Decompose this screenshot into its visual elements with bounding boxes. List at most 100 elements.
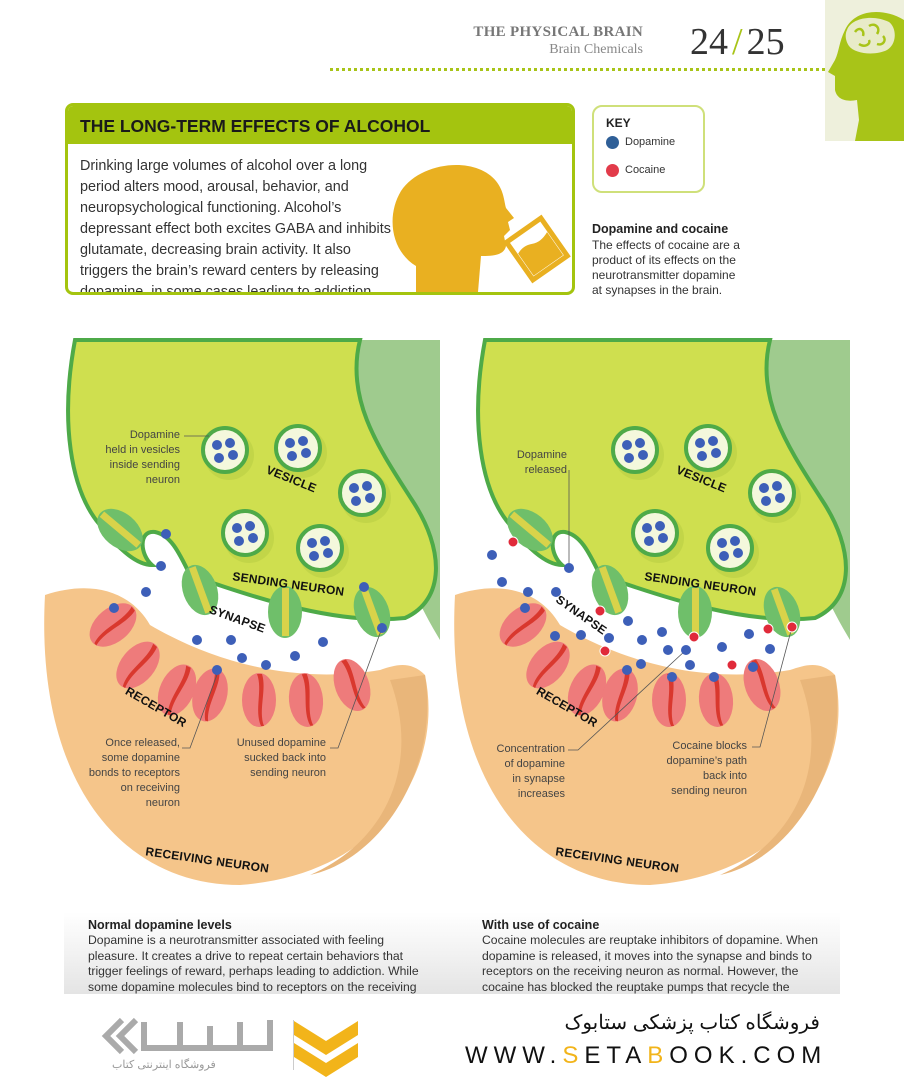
normal-levels-title: Normal dopamine levels xyxy=(88,918,232,932)
dopamine-molecule xyxy=(245,521,255,531)
dopamine-molecule xyxy=(365,493,375,503)
dopamine-molecule xyxy=(287,451,297,461)
text-line: increases xyxy=(517,788,565,800)
dopamine-molecule xyxy=(657,627,667,637)
text-line: dopamine is released, it moves into the … xyxy=(482,948,812,963)
dopamine-molecule xyxy=(744,629,754,639)
dopamine-molecule xyxy=(248,533,258,543)
dopamine-molecule xyxy=(225,438,235,448)
pump-channel xyxy=(509,511,551,548)
dopamine-molecule xyxy=(730,536,740,546)
dopamine-molecule xyxy=(711,448,721,458)
text-line: sucked back into xyxy=(244,752,326,764)
reuptake-pump xyxy=(97,508,143,552)
vesicle-membrane xyxy=(201,426,249,474)
dopamine-molecule xyxy=(301,448,311,458)
dopamine-molecule xyxy=(733,548,743,558)
cocaine-use-text: Cocaine molecules are reuptake inhibitor… xyxy=(482,933,818,995)
reuptake-pump xyxy=(181,564,219,616)
receptor-channel xyxy=(504,606,545,646)
cocaine-molecule xyxy=(762,623,774,635)
dopamine-molecule xyxy=(663,645,673,655)
dopamine-molecule xyxy=(697,451,707,461)
text-line: period alters mood, arousal, behavior, a… xyxy=(80,179,349,195)
dopamine-molecule xyxy=(228,450,238,460)
text-line: The effects of cocaine are a xyxy=(592,238,740,252)
callout-leader-line xyxy=(330,627,383,749)
dopamine-molecule xyxy=(761,496,771,506)
vesicle xyxy=(221,509,274,563)
dopamine-swatch xyxy=(606,136,619,149)
vesicle xyxy=(274,424,327,478)
text-line: sending neuron xyxy=(250,767,326,779)
receptor-channel xyxy=(341,659,366,709)
dopamine-molecule xyxy=(717,642,727,652)
vesicle xyxy=(296,524,349,578)
dopamine-molecule xyxy=(520,603,530,613)
text-line: some dopamine molecules bind to receptor… xyxy=(88,979,417,994)
right-synapse-diagram xyxy=(454,338,850,885)
dopamine-molecule xyxy=(212,665,222,675)
pump-channel xyxy=(99,511,141,548)
text-line: of dopamine xyxy=(504,758,565,770)
dopamine-molecule xyxy=(161,529,171,539)
dopamine-molecule xyxy=(775,493,785,503)
cocaine-molecule xyxy=(594,605,606,617)
dopamine-molecule xyxy=(232,523,242,533)
page-separator: / xyxy=(732,21,743,63)
key-cocaine-label: Cocaine xyxy=(625,164,666,176)
receptor-channel xyxy=(532,643,568,689)
alcohol-effects-box: THE LONG-TERM EFFECTS OF ALCOHOL Drinkin… xyxy=(65,103,575,295)
text-line: Dopamine xyxy=(129,429,180,441)
dopamine-molecule xyxy=(636,659,646,669)
vesicle-membrane xyxy=(684,424,732,472)
vesicle xyxy=(631,509,684,563)
text-line: on receiving xyxy=(120,782,180,794)
text-line: Drinking large volumes of alcohol over a… xyxy=(80,158,368,174)
text-line: some dopamine xyxy=(101,752,180,764)
callout-leader-line xyxy=(568,649,687,751)
caption-text: The effects of cocaine are a product of … xyxy=(592,238,740,298)
dopamine-molecule xyxy=(638,450,648,460)
url-part: S xyxy=(562,1042,585,1069)
text-line: inside sending xyxy=(109,459,180,471)
dopamine-molecule xyxy=(623,616,633,626)
dopamine-molecule xyxy=(765,644,775,654)
page-numbers: 24/25 xyxy=(690,20,785,64)
dopamine-molecule xyxy=(551,587,561,597)
store-url: WWW.SETABOOK.COM xyxy=(465,1042,827,1070)
dopamine-molecule xyxy=(717,538,727,548)
text-line: neuropsychological functioning. Alcohol’… xyxy=(80,200,342,216)
dopamine-molecule xyxy=(285,438,295,448)
receptor xyxy=(288,673,324,727)
text-line: Cocaine molecules are reuptake inhibitor… xyxy=(482,933,819,947)
vesicle xyxy=(684,424,737,478)
vesicle-membrane xyxy=(338,469,386,517)
pump-channel xyxy=(282,588,289,636)
alcohol-box-text: Drinking large volumes of alcohol over a… xyxy=(80,156,391,292)
receptor xyxy=(602,668,638,722)
dopamine-molecule xyxy=(309,551,319,561)
callout-leader-line xyxy=(752,626,793,748)
text-line: back into xyxy=(702,770,747,782)
receptor-channel xyxy=(167,665,191,716)
dopamine-molecule xyxy=(635,438,645,448)
dopamine-molecule xyxy=(637,635,647,645)
receptor xyxy=(192,668,228,722)
legend-key: KEY Dopamine Cocaine xyxy=(592,105,705,193)
vesicle-membrane xyxy=(611,426,659,474)
pump-channel xyxy=(598,566,622,614)
text-line: at synapses in the brain. xyxy=(592,283,723,297)
caption-title: Dopamine and cocaine xyxy=(592,222,729,236)
text-line: held in vesicles xyxy=(105,444,180,456)
vesicle xyxy=(338,469,391,523)
dopamine-molecule xyxy=(685,660,695,670)
text-line: dopamine’s path xyxy=(666,755,747,767)
receptor-channel xyxy=(301,673,314,726)
dopamine-molecule xyxy=(234,536,244,546)
reuptake-pump xyxy=(591,564,629,616)
text-line: glutamate, decreasing brain activity. It… xyxy=(80,242,351,258)
vesicle-membrane xyxy=(221,509,269,557)
brain-head-icon xyxy=(825,0,904,142)
